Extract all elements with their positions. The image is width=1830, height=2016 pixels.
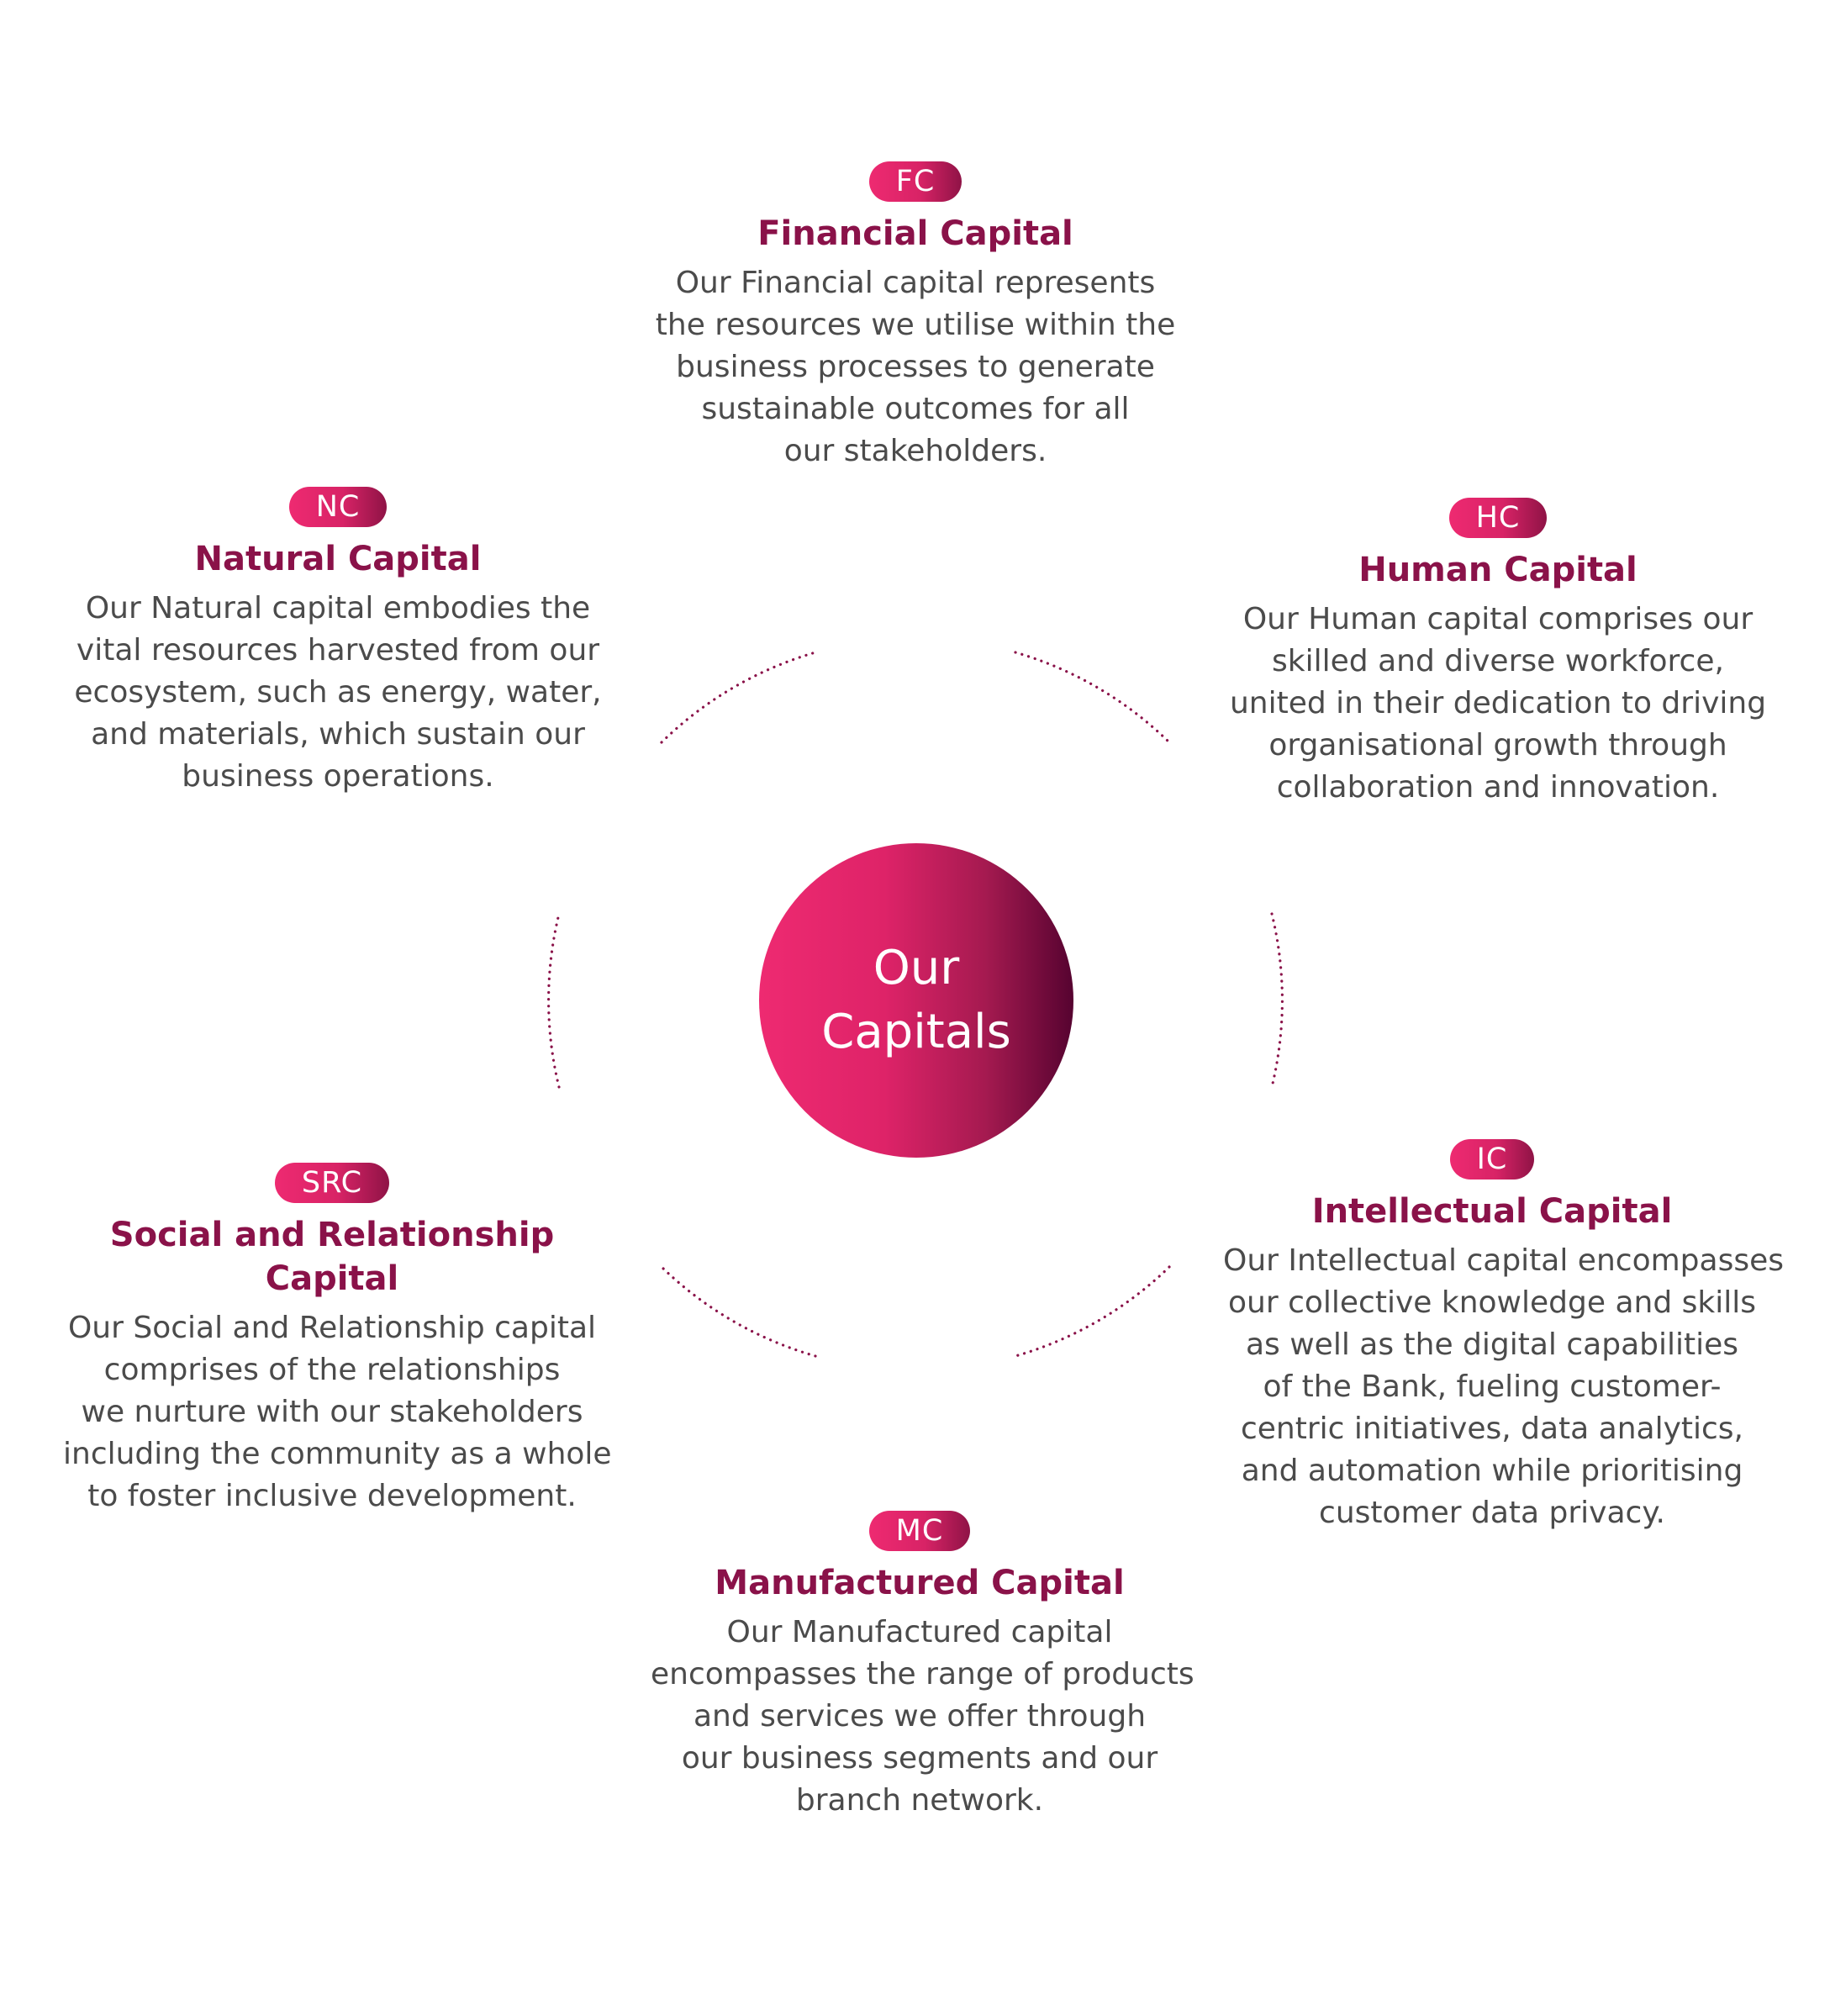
social-relationship-capital-title: Social and Relationship Capital xyxy=(109,1216,555,1298)
description-line: including the community as a whole xyxy=(63,1437,612,1471)
description-line: and services we offer through xyxy=(693,1699,1147,1734)
manufactured-capital-description: Our Manufactured capital encompasses the… xyxy=(651,1612,1195,1822)
description-line: encompasses the range of products xyxy=(651,1657,1195,1691)
description-line: business processes to generate xyxy=(676,350,1155,384)
arc-right xyxy=(1270,912,1284,1089)
fc-badge: FC xyxy=(868,161,962,202)
description-line: united in their dedication to driving xyxy=(1229,686,1767,720)
human-capital-block: HC Human Capital Our Human capital compr… xyxy=(1229,498,1767,809)
ic-badge: IC xyxy=(1449,1139,1535,1180)
description-line: as well as the digital capabilities xyxy=(1245,1327,1739,1362)
description-line: to foster inclusive development. xyxy=(87,1479,577,1513)
description-line: centric initiatives, data analytics, xyxy=(1240,1412,1743,1446)
social-relationship-capital-block: SRC Social and Relationship Capital Our … xyxy=(63,1163,612,1517)
financial-capital-title: Financial Capital xyxy=(757,214,1073,253)
nc-badge: NC xyxy=(288,487,388,527)
hub-label-line: Capitals xyxy=(821,1005,1011,1059)
financial-capital-block: FC Financial Capital Our Financial capit… xyxy=(646,161,1184,472)
description-line: organisational growth through xyxy=(1268,728,1727,763)
description-line: Our Manufactured capital xyxy=(726,1615,1113,1649)
intellectual-capital-title: Intellectual Capital xyxy=(1311,1192,1673,1231)
intellectual-capital-description: Our Intellectual capital encompasses our… xyxy=(1223,1240,1784,1534)
natural-capital-description: Our Natural capital embodies the vital r… xyxy=(69,588,607,798)
our-capitals-hub: Our Capitals xyxy=(759,843,1073,1158)
description-line: business operations. xyxy=(182,759,494,794)
description-line: comprises of the relationships xyxy=(103,1353,561,1387)
arc-bottom-left xyxy=(660,1265,817,1358)
human-capital-title: Human Capital xyxy=(1358,551,1638,589)
arc-left xyxy=(547,912,561,1089)
manufactured-capital-block: MC Manufactured Capital Our Manufactured… xyxy=(651,1511,1195,1822)
natural-capital-title: Natural Capital xyxy=(194,540,482,578)
natural-capital-block: NC Natural Capital Our Natural capital e… xyxy=(69,487,607,798)
src-badge: SRC xyxy=(274,1163,390,1203)
arc-bottom-right xyxy=(1014,1265,1171,1358)
description-line: of the Bank, fueling customer- xyxy=(1263,1370,1722,1404)
description-line: our stakeholders. xyxy=(783,434,1047,468)
manufactured-capital-title: Manufactured Capital xyxy=(715,1564,1125,1602)
description-line: our collective knowledge and skills xyxy=(1228,1285,1756,1320)
description-line: ecosystem, such as energy, water, xyxy=(74,675,602,710)
human-capital-description: Our Human capital comprises our skilled … xyxy=(1229,599,1767,809)
description-line: skilled and diverse workforce, xyxy=(1272,644,1724,678)
description-line: and automation while prioritising xyxy=(1241,1454,1743,1488)
description-line: Our Natural capital embodies the xyxy=(85,591,591,625)
description-line: our business segments and our xyxy=(681,1741,1158,1776)
intellectual-capital-block: IC Intellectual Capital Our Intellectual… xyxy=(1223,1139,1784,1534)
description-line: Our Social and Relationship capital xyxy=(67,1311,597,1345)
financial-capital-description: Our Financial capital represents the res… xyxy=(646,262,1184,472)
description-line: customer data privacy. xyxy=(1319,1496,1665,1530)
social-relationship-capital-description: Our Social and Relationship capital comp… xyxy=(63,1307,612,1517)
description-line: and materials, which sustain our xyxy=(91,717,585,752)
description-line: Our Financial capital represents xyxy=(675,266,1156,300)
mc-badge: MC xyxy=(868,1511,971,1551)
description-line: the resources we utilise within the xyxy=(655,308,1176,342)
description-line: sustainable outcomes for all xyxy=(701,392,1130,426)
hub-label-line: Our xyxy=(873,941,960,995)
arc-top-left xyxy=(660,651,817,744)
description-line: Our Human capital comprises our xyxy=(1242,602,1754,636)
description-line: we nurture with our stakeholders xyxy=(81,1395,583,1429)
description-line: collaboration and innovation. xyxy=(1276,770,1720,805)
description-line: Our Intellectual capital encompasses xyxy=(1223,1243,1784,1278)
description-line: vital resources harvested from our xyxy=(76,633,600,668)
hub-label: Our Capitals xyxy=(821,937,1011,1064)
arc-top-right xyxy=(1014,651,1171,744)
hc-badge: HC xyxy=(1448,498,1548,538)
description-line: branch network. xyxy=(795,1783,1044,1818)
